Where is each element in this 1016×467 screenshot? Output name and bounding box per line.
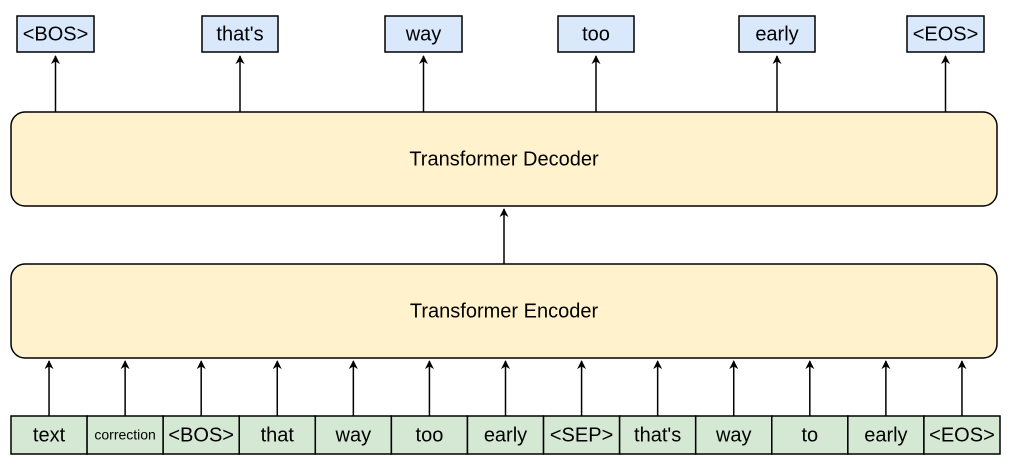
output-token-label: <BOS> [23, 23, 89, 45]
output-token-label: that's [216, 23, 263, 45]
input-token-box [466, 415, 545, 455]
output-token-row: <BOS> that's way too early <EOS> [16, 15, 985, 53]
input-token-box [618, 415, 697, 455]
output-token-box [738, 15, 816, 53]
input-token-label: <BOS> [168, 424, 234, 446]
output-token-eos: <EOS> [906, 15, 985, 53]
input-token-label: way [335, 424, 372, 446]
transformer-decoder-block: Transformer Decoder [10, 111, 998, 207]
encoder-label: Transformer Encoder [410, 300, 599, 322]
output-token-that-s: that's [201, 15, 279, 53]
input-token-label: to [801, 424, 818, 446]
input-token-eos: <EOS> [923, 415, 1001, 455]
input-token-label: that's [634, 424, 681, 446]
output-token-label: <EOS> [913, 23, 979, 45]
input-token-box [10, 415, 88, 455]
input-arrows [44, 360, 967, 416]
input-token-box [771, 415, 849, 455]
encoder-box [10, 263, 998, 359]
transformer-encoder-block: Transformer Encoder [10, 263, 998, 359]
input-token-box [542, 415, 621, 455]
input-token-to: to [771, 415, 849, 455]
input-token-label: that [261, 424, 295, 446]
output-token-too: too [557, 15, 635, 53]
output-token-box [906, 15, 985, 53]
output-token-box [16, 15, 95, 53]
output-arrows [51, 55, 950, 112]
input-token-way: way [314, 415, 393, 455]
input-token-text: text [10, 415, 88, 455]
decoder-box [10, 111, 998, 207]
output-token-box [557, 15, 635, 53]
output-token-box [201, 15, 279, 53]
input-token-label: early [484, 424, 527, 446]
output-token-label: too [582, 23, 610, 45]
input-token-sep: <SEP> [542, 415, 621, 455]
output-token-bos: <BOS> [16, 15, 95, 53]
input-token-correction: correction [86, 415, 164, 455]
input-token-label: too [416, 424, 444, 446]
input-token-way: way [694, 415, 773, 455]
input-token-box [86, 415, 164, 455]
decoder-label: Transformer Decoder [409, 148, 599, 170]
input-token-label: <EOS> [929, 424, 995, 446]
output-token-label: way [405, 23, 442, 45]
output-token-early: early [738, 15, 816, 53]
input-token-bos: <BOS> [162, 415, 240, 455]
output-token-label: early [755, 23, 798, 45]
input-token-that-s: that's [618, 415, 697, 455]
input-token-box [390, 415, 469, 455]
input-token-label: text [33, 424, 66, 446]
input-token-early: early [466, 415, 545, 455]
input-token-label: <SEP> [550, 424, 613, 446]
input-token-too: too [390, 415, 469, 455]
input-token-label: way [715, 424, 752, 446]
input-token-box [694, 415, 773, 455]
output-token-way: way [384, 15, 463, 53]
input-token-box [238, 415, 317, 455]
input-token-early: early [847, 415, 925, 455]
input-token-label: correction [94, 427, 155, 443]
input-token-that: that [238, 415, 317, 455]
input-token-box [314, 415, 393, 455]
input-token-box [923, 415, 1001, 455]
output-token-box [384, 15, 463, 53]
input-token-row: text correction <BOS> that way too early <SEP> t… [10, 415, 1001, 455]
input-token-label: early [864, 424, 907, 446]
